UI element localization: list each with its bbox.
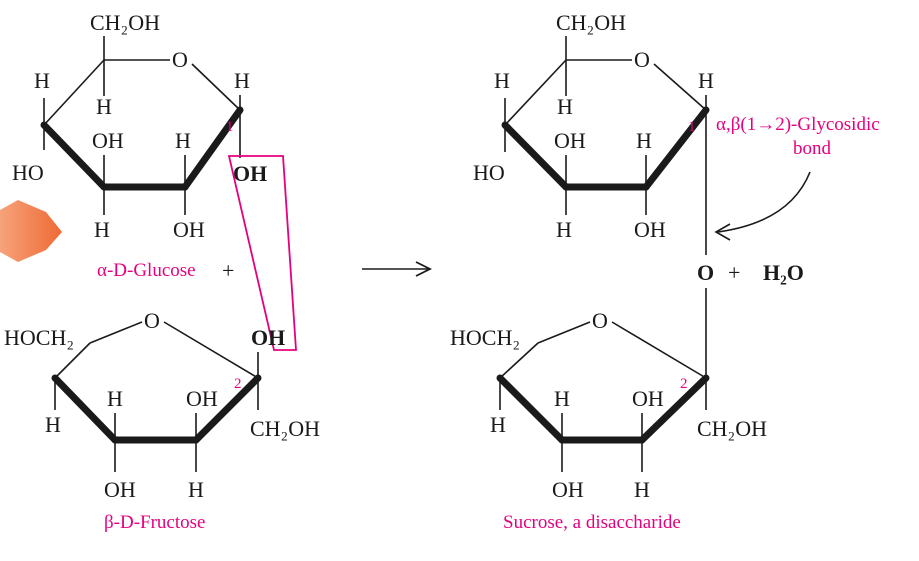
sucrose-glucose-c4-h: H [494, 68, 510, 93]
sucrose-glucose-c1-h: H [698, 68, 714, 93]
sucrose-fructose-ring-oxygen: O [592, 308, 608, 333]
reactant-plus: + [222, 258, 234, 283]
glucose-c4-h: H [34, 68, 50, 93]
highlight-arrow-icon [0, 200, 62, 262]
reaction-arrow-icon [362, 261, 433, 277]
glucose-ch2oh: CH₂OH [90, 10, 160, 35]
glucose-locant-1: 1 [226, 119, 234, 135]
glucose-c3-h: H [94, 217, 110, 242]
sucrose-glucose-ring-oxygen: O [634, 47, 650, 72]
sucrose-fructose-c4-oh: OH [552, 477, 584, 502]
glycosidic-bond-label-line2: bond [793, 138, 832, 159]
fructose-c4-oh: OH [104, 477, 136, 502]
sucrose-glucose-c4-oh: HO [473, 160, 505, 185]
glucose-c2-oh: OH [173, 217, 205, 242]
glucose-c1-h: H [234, 68, 250, 93]
fructose-caption: β-D-Fructose [104, 512, 205, 533]
sucrose-glucose-c2-h: H [636, 128, 652, 153]
sucrose-fructose-c4-h: H [554, 386, 570, 411]
sucrose-glucose-c3-h: H [556, 217, 572, 242]
sucrose-fructose-ch2oh: CH₂OH [697, 416, 767, 441]
sucrose-glucose-unit: CH₂OH O H H HO OH H H OH H 1 [473, 10, 714, 242]
sucrose-locant-1: 1 [688, 119, 696, 135]
fructose-ch2oh: CH₂OH [250, 416, 320, 441]
condensation-highlight [227, 155, 297, 351]
glycosidic-bond-label-line1: α,β(1→2)-Glycosidic [716, 114, 880, 135]
glucose-c3-oh: OH [92, 128, 124, 153]
glucose-ring-oxygen: O [172, 47, 188, 72]
glucose-anomeric-oh: OH [233, 161, 267, 186]
sucrose-glucose-c3-oh: OH [554, 128, 586, 153]
fructose-c3-oh: OH [186, 386, 218, 411]
fructose-c4-h: H [107, 386, 123, 411]
sucrose-locant-2: 2 [680, 376, 688, 392]
fructose-c3-h: H [188, 477, 204, 502]
fructose-ring-oxygen: O [144, 308, 160, 333]
product-plus: + [728, 260, 740, 285]
glucose-caption: α-D-Glucose [97, 260, 196, 281]
water-product: H₂O [763, 260, 804, 285]
sucrose-fructose-c3-oh: OH [632, 386, 664, 411]
sucrose-fructose-unit: HOCH₂ O H H OH OH H 2 CH₂OH [450, 308, 767, 502]
sucrose-caption: Sucrose, a disaccharide [503, 512, 681, 533]
sucrose-glucose-c5-h: H [557, 94, 573, 119]
fructose-anomeric-oh: OH [251, 325, 285, 350]
sucrose-fructose-c5-h: H [490, 412, 506, 437]
fructose-c5-h: H [45, 412, 61, 437]
fructose-hoch2: HOCH₂ [4, 325, 74, 350]
sucrose-fructose-hoch2: HOCH₂ [450, 325, 520, 350]
glycosidic-pointer-arrow-icon [714, 171, 811, 241]
fructose-locant-2: 2 [234, 376, 242, 392]
bridging-oxygen: O [697, 260, 714, 285]
fructose-molecule: HOCH₂ O H H OH OH H OH 2 CH₂OH [4, 308, 320, 502]
glucose-c2-h: H [175, 128, 191, 153]
sucrose-fructose-c3-h: H [634, 477, 650, 502]
glucose-molecule: CH₂OH O H H HO OH H H OH H 1 OH [12, 10, 267, 242]
sucrose-glucose-c2-oh: OH [634, 217, 666, 242]
glucose-c4-oh: HO [12, 160, 44, 185]
sucrose-glucose-ch2oh: CH₂OH [556, 10, 626, 35]
glucose-c5-h: H [96, 94, 112, 119]
